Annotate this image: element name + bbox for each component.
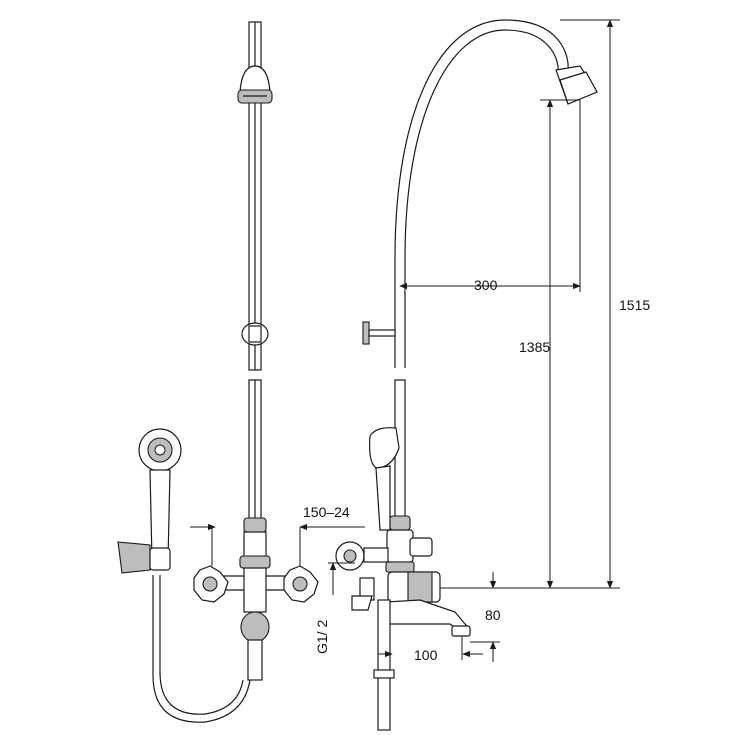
shower-head-front xyxy=(237,65,273,104)
thread-size-g1-2: G1/ 2 xyxy=(314,620,330,654)
riser-wall-bracket xyxy=(362,321,396,345)
left-tap-handle xyxy=(193,565,229,603)
dimension-1385: 1385 xyxy=(519,339,550,355)
mixer-body-front xyxy=(213,517,297,681)
dimension-1515: 1515 xyxy=(619,297,650,313)
right-tap-handle xyxy=(283,565,319,603)
dimension-100: 100 xyxy=(414,647,438,663)
overhead-shower-head xyxy=(555,65,598,105)
dimension-150-24: 150–24 xyxy=(303,504,350,520)
side-view-assembly xyxy=(335,19,598,731)
mixer-body-side xyxy=(335,515,441,611)
dimension-80: 80 xyxy=(485,607,501,623)
shower-hose-front xyxy=(152,575,251,723)
supply-pipe-side xyxy=(377,599,391,731)
bath-spout xyxy=(384,599,471,637)
hand-shower-side xyxy=(369,427,400,531)
slide-rail-lower xyxy=(248,379,262,523)
hand-shower-front xyxy=(138,428,182,561)
hand-shower-holder xyxy=(117,541,171,574)
front-view-assembly xyxy=(117,21,319,723)
dimension-300: 300 xyxy=(474,277,498,293)
gooseneck-arm xyxy=(394,19,569,368)
dimension-lines xyxy=(190,19,620,662)
